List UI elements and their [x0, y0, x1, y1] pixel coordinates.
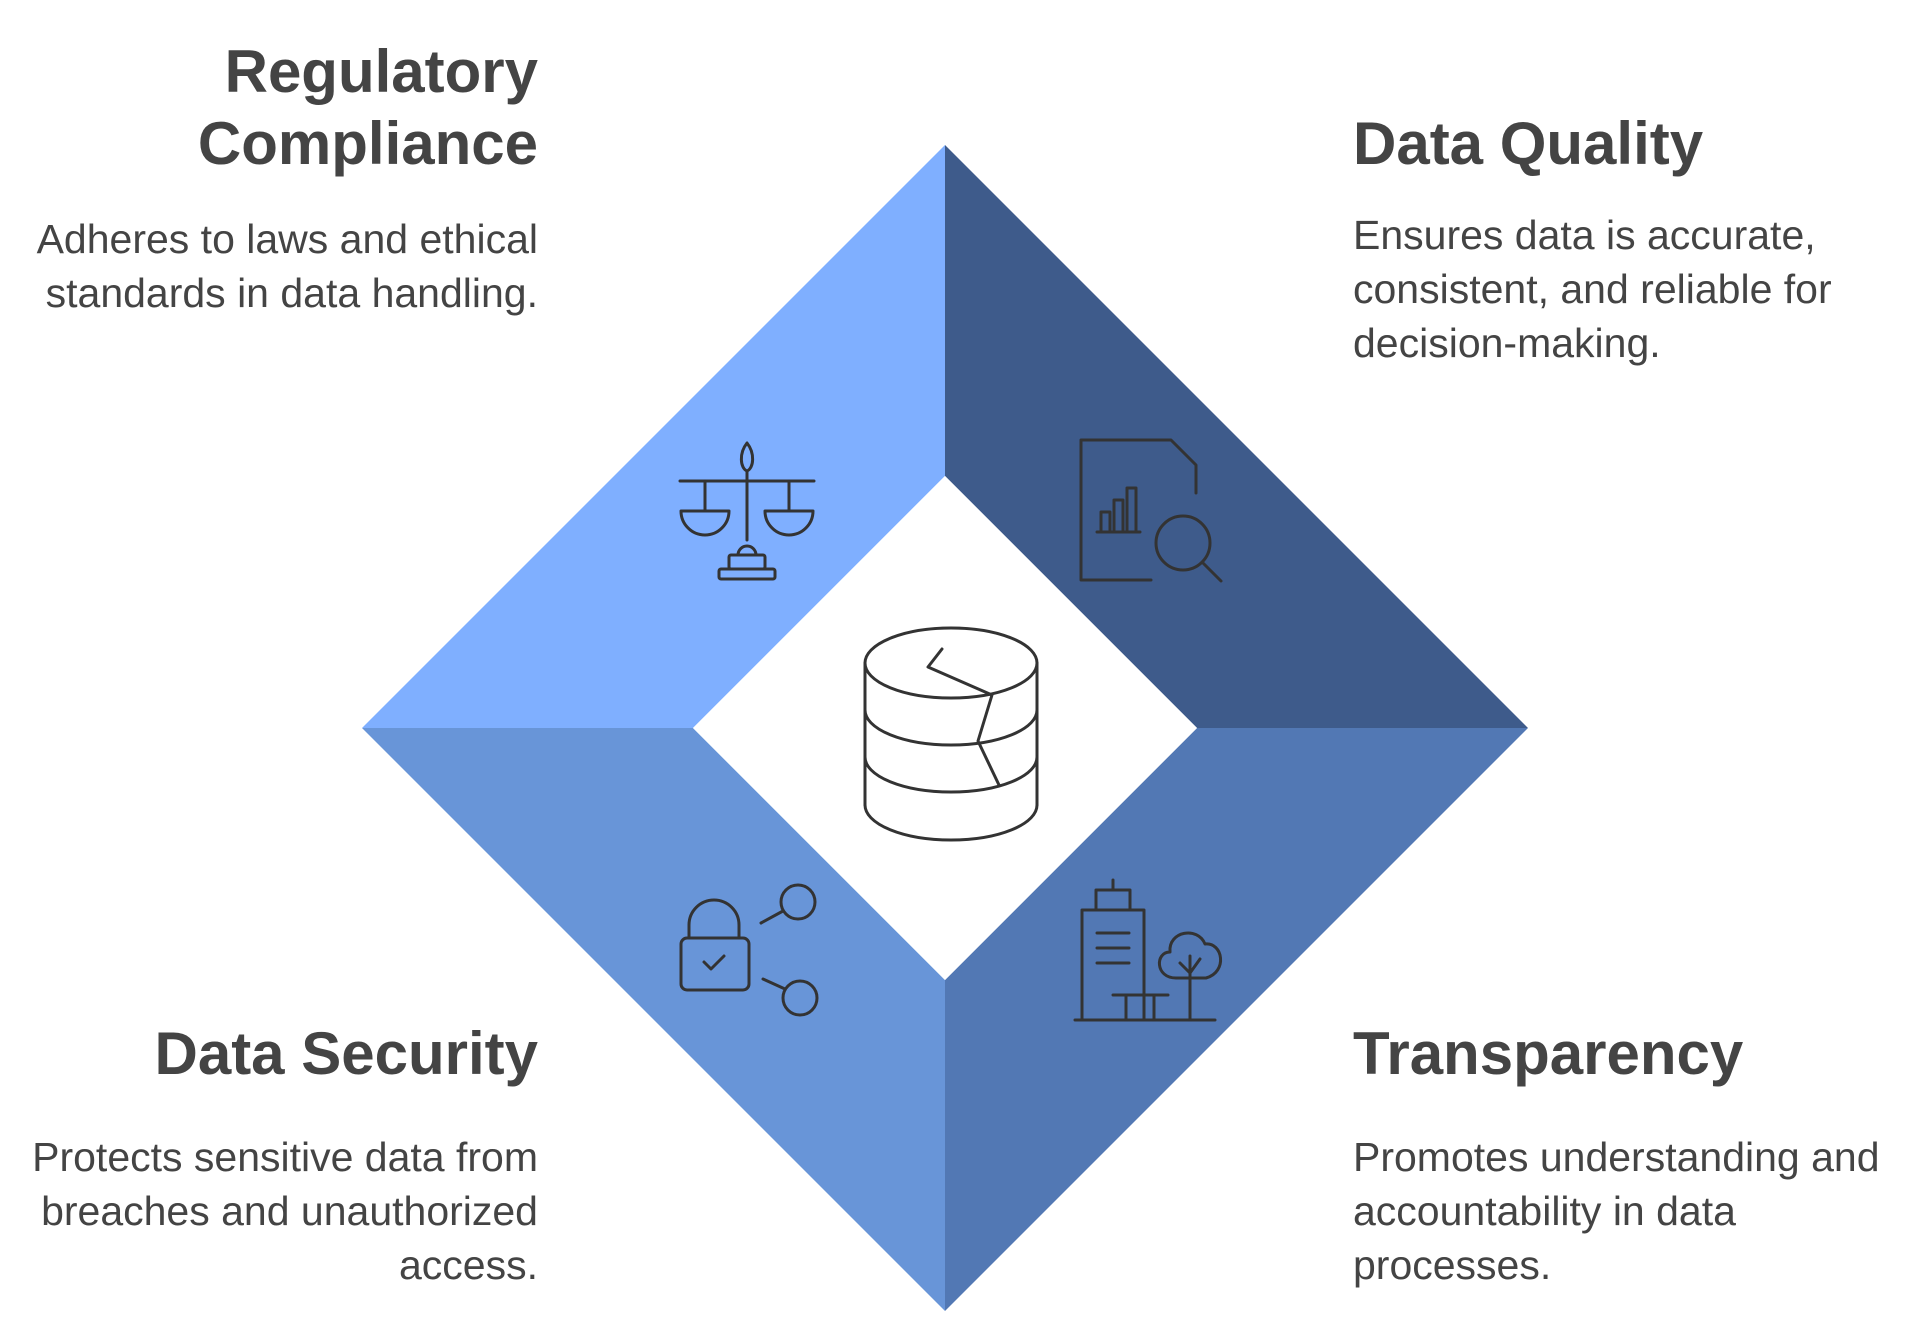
- regulatory-compliance-desc: Adheres to laws and ethical standards in…: [36, 216, 538, 316]
- report-magnifier-icon: [1079, 438, 1223, 583]
- data-quality-title: Data Quality: [1353, 110, 1704, 177]
- data-quality-block: Data Quality Ensures data is accurate, c…: [1353, 108, 1893, 370]
- data-quality-desc: Ensures data is accurate, consistent, an…: [1353, 212, 1832, 366]
- transparency-block: Transparency Promotes understanding and …: [1353, 1018, 1893, 1292]
- data-security-block: Data Security Protects sensitive data fr…: [0, 1018, 538, 1292]
- building-tree-icon: [1073, 878, 1223, 1022]
- data-security-desc: Protects sensitive data from breaches an…: [32, 1134, 538, 1288]
- scales-icon: [678, 441, 816, 581]
- cracked-database-icon: [863, 626, 1039, 842]
- data-security-title: Data Security: [154, 1020, 539, 1087]
- quadrant-regulatory: [362, 145, 945, 728]
- quadrant-security: [362, 728, 945, 1311]
- quadrant-transparency: [945, 728, 1528, 1311]
- lock-network-icon: [679, 883, 819, 1017]
- quadrant-quality: [945, 145, 1528, 728]
- regulatory-compliance-title: Regulatory Compliance: [197, 38, 538, 177]
- center-square: [693, 476, 1197, 980]
- transparency-title: Transparency: [1353, 1020, 1744, 1087]
- transparency-desc: Promotes understanding and accountabilit…: [1353, 1134, 1880, 1288]
- regulatory-compliance-block: Regulatory Compliance Adheres to laws an…: [0, 36, 538, 320]
